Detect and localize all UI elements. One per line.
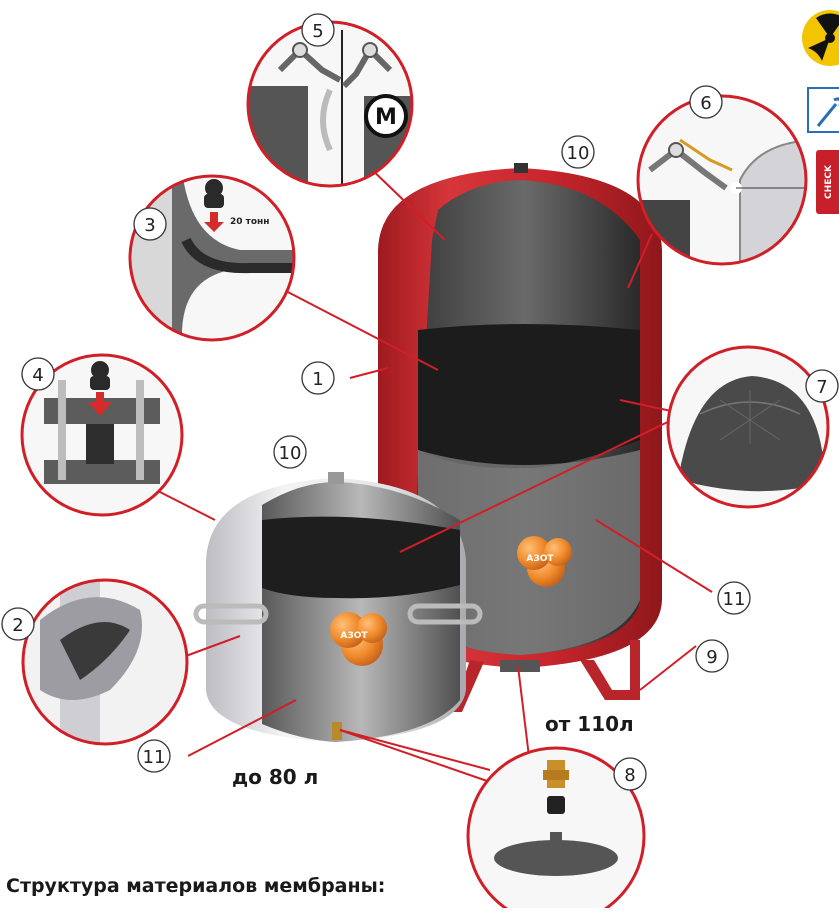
callout-4-number: 4 [32,365,43,386]
callout-6-number: 6 [700,93,711,114]
small-tank-capacity-label: до 80 л [232,765,318,789]
callout-2-number: 2 [12,615,23,636]
membrane-structure-heading: Структура материалов мембраны: [6,875,385,897]
callout-10b-number: 10 [279,443,302,464]
motor-label: M [375,105,397,130]
callout-11a-number: 11 [723,589,746,610]
check-badge-label: CHECK [824,164,834,199]
callout-7-number: 7 [816,377,827,398]
press-force-label: 20 тонн [230,217,270,227]
callout-9-number: 9 [706,647,717,668]
radiation-hazard-icon [802,10,839,66]
gas-label-large: АЗОТ [526,554,554,564]
inset-5-automated-welding: M [248,22,434,196]
check-badge: CHECK [816,150,839,214]
callout-8-number: 8 [624,765,635,786]
wrench-tool-icon [808,88,839,132]
gas-label-small: АЗОТ [340,631,368,641]
large-tank-capacity-label: от 110л [545,712,634,736]
callout-10a-number: 10 [567,143,590,164]
callout-11b-number: 11 [143,747,166,768]
callout-1-number: 1 [312,369,323,390]
small-white-tank [196,472,480,742]
inset-7-membrane [668,347,828,507]
callout-3-number: 3 [144,215,155,236]
callout-5-number: 5 [312,21,323,42]
inset-6-weld-inspection [638,96,820,270]
inset-2-flange-seal [23,570,187,760]
inset-3-press-forming: 20 тонн [130,170,300,350]
